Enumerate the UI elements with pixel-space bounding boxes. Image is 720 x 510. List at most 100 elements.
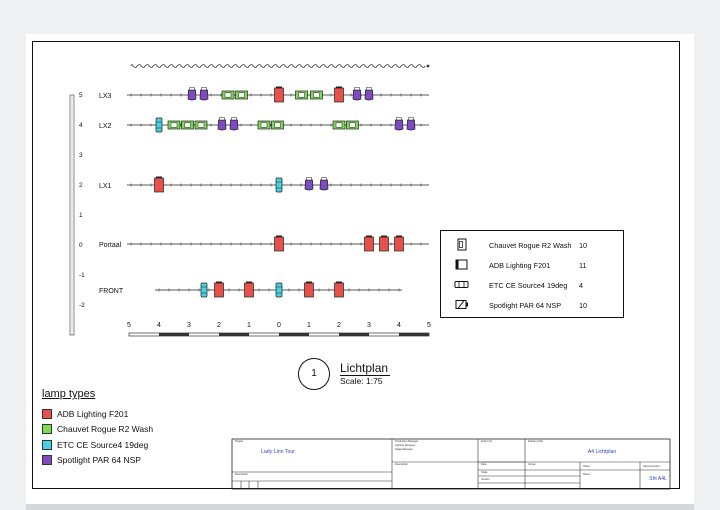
fixture-spot [229,117,239,131]
fixture-wash [221,90,235,100]
vertical-scale-label: 2 [79,182,83,189]
horizontal-scale-label: 1 [307,322,311,329]
horizontal-scale-label: 4 [157,322,161,329]
batten-lx3: LX3 [99,86,429,103]
horizontal-scale-label: 1 [247,322,251,329]
legend-item-wash: Chauvet Rogue R2 Wash [42,422,242,438]
key-icon-wash [457,238,467,251]
legend-label: ADB Lighting F201 [57,408,129,419]
fixture-adb [214,281,224,298]
fixture-body [274,236,284,252]
fixture-lens [381,235,387,238]
fixture-body [275,282,283,298]
legend-label: Spotlight PAR 64 NSP [57,455,141,466]
fixture-lens [321,177,327,181]
fixture-etc [155,117,163,133]
fixture-lens [276,86,282,89]
title-block-field-label: Drawing Title [528,439,544,443]
batten-label: LX1 [99,183,112,190]
fixture-body [364,236,374,252]
fixture-adb [334,86,344,103]
batten-label: Portaal [99,242,122,249]
fixture-wash [271,120,284,130]
fixture-body [334,87,344,103]
fixture-lens [335,122,343,128]
legend-item-spot: Spotlight PAR 64 NSP [42,453,242,469]
batten-lx2: LX2 [99,117,429,133]
page-edge [26,504,694,510]
drawing-number-circle: 1 [298,358,330,390]
fixture-body [379,236,389,252]
title-block-field-label: Scale [481,470,488,474]
fixture-spot [319,177,329,191]
scale-bar-segment [279,333,309,336]
title-block-field-label: Lighting Designer [395,443,415,447]
fixture-body [275,177,283,193]
fixture-body [244,282,254,298]
fixture-lens [408,117,414,121]
fixture-lens [197,122,205,128]
vertical-scale-label: -1 [79,272,85,279]
drawing-frame [32,41,680,489]
fixture-etc [275,282,283,298]
fixture-body [406,119,416,131]
title-block-field-label: Sheet [583,464,590,468]
sheet-number: Sht A4L [649,476,667,482]
horizontal-scale-label: 4 [397,322,401,329]
fixture-body [187,89,197,101]
border-curtain-line [130,64,426,68]
title-block-field-label: Venue [528,462,536,466]
fixture-lens [219,117,225,121]
fixture-lens [184,122,191,128]
horizontal-scale-label: 2 [337,322,341,329]
horizontal-scale-label: 3 [367,322,371,329]
fixture-adb [394,235,404,252]
sheet-title: A4 Lichtplan [588,449,617,455]
fixture-lens [238,92,245,98]
border-curtain-end [426,64,430,68]
key-name: ETC CE Source4 19deg [489,281,568,290]
fixture-wash [235,90,248,100]
fixture-body [200,282,208,298]
batten-label: FRONT [99,288,124,295]
fixture-spot [364,87,374,101]
fixture-body [217,119,227,131]
fixture-body [352,89,362,101]
vertical-scale-label: 5 [79,92,83,99]
batten-portaal: Portaal [99,235,429,252]
fixture-adb [379,235,389,252]
key-name: ADB Lighting F201 [489,261,551,270]
title-block-field-label: Sheet Number [643,464,660,468]
fixture-lens [216,281,222,284]
batten-label: LX2 [99,123,112,130]
batten-front: FRONT [99,281,402,298]
batten-label: LX3 [99,93,112,100]
fixture-lens [170,122,178,128]
key-icon-adb [455,259,468,270]
legend-swatch [42,439,52,450]
scale-bar-segment [399,333,429,336]
drawing-scale: Scale: 1:75 [340,376,383,386]
fixture-lens [354,87,360,91]
horizontal-scale-label: 0 [277,322,281,329]
title-block-field-label: Production Manager [395,439,418,443]
drawing-number: 1 [311,368,317,379]
key-icon-slash [457,300,465,309]
fixture-lens [276,235,282,238]
legend-label: ETC CE Source4 19deg [57,439,149,450]
fixture-lens [224,92,232,98]
fixture-adb [364,235,374,252]
fixture-body [214,282,224,298]
fixture-lens [336,281,342,284]
vertical-scale-label: 1 [79,212,83,219]
fixture-spot [394,117,404,131]
vertical-scale-label: 0 [79,242,83,249]
fixture-body [274,87,284,103]
fixture-wash [332,120,346,130]
key-icon-lens [456,260,459,269]
fixture-wash [181,120,194,130]
